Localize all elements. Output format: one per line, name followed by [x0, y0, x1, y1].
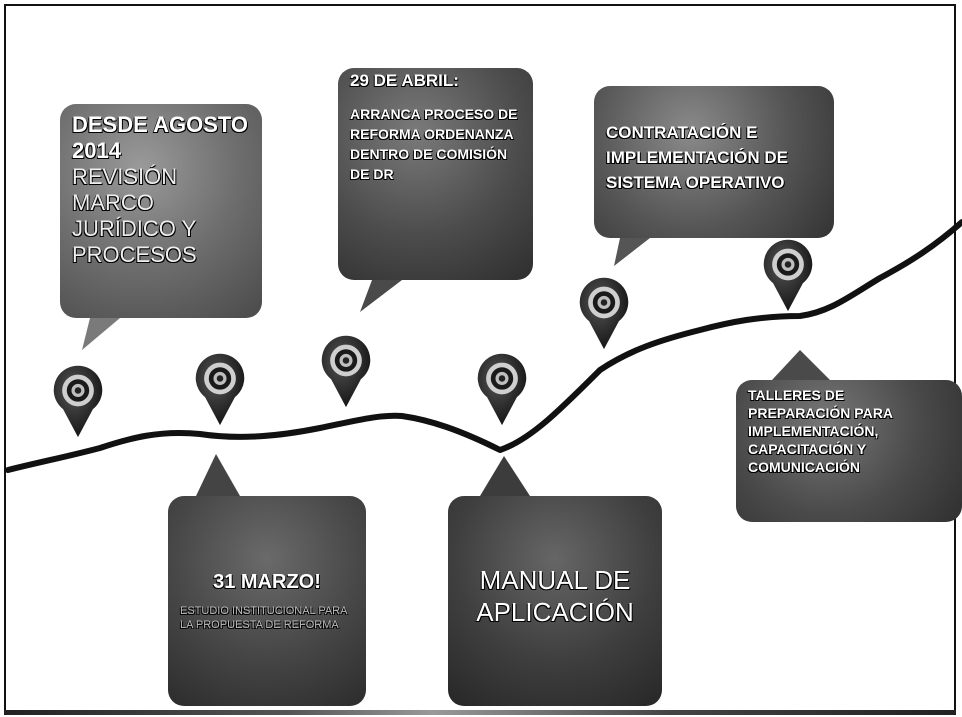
- callout-pointer-desde: [82, 318, 120, 350]
- milestone-box-31-marzo: 31 MARZO! ESTUDIO INSTITUCIONAL PARA LA …: [168, 496, 366, 706]
- milestone-box-contratacion: CONTRATACIÓN E IMPLEMENTACIÓN DE SISTEMA…: [594, 86, 834, 238]
- bottom-bar: [4, 710, 956, 715]
- callout-pointer-talleres: [772, 350, 830, 380]
- milestone-body: REVISIÓN MARCO JURÍDICO Y PROCESOS: [72, 164, 197, 267]
- target-pin-icon: [195, 353, 245, 426]
- target-pin-icon: [477, 353, 527, 426]
- callout-pointer-contratacion: [614, 238, 650, 266]
- callout-pointer-manual: [480, 456, 530, 496]
- timeline-line: [5, 219, 962, 473]
- milestone-box-29-abril: 29 DE ABRIL: ARRANCA PROCESO DE REFORMA …: [338, 68, 533, 280]
- target-pin-icon: [579, 277, 629, 350]
- milestone-title: DESDE AGOSTO 2014: [72, 112, 249, 163]
- milestone-title: 31 MARZO!: [213, 571, 321, 593]
- milestone-body: ARRANCA PROCESO DE REFORMA ORDENANZA DEN…: [350, 106, 518, 182]
- milestone-body: ESTUDIO INSTITUCIONAL PARA LA PROPUESTA …: [180, 605, 347, 631]
- milestone-title: MANUAL DE APLICACIÓN: [476, 565, 634, 627]
- target-pin-icon: [321, 335, 371, 408]
- milestone-title: TALLERES DE PREPARACIÓN PARA IMPLEMENTAC…: [748, 387, 893, 475]
- milestone-box-manual: MANUAL DE APLICACIÓN: [448, 496, 662, 706]
- target-pin-icon: [53, 365, 103, 438]
- target-pin-icon: [763, 239, 813, 312]
- milestone-title: 29 DE ABRIL:: [350, 71, 459, 90]
- milestone-title: CONTRATACIÓN E IMPLEMENTACIÓN DE SISTEMA…: [606, 123, 788, 192]
- callout-pointer-marzo: [196, 454, 240, 496]
- callout-pointer-abril: [360, 280, 402, 312]
- milestone-box-desde-agosto: DESDE AGOSTO 2014 REVISIÓN MARCO JURÍDIC…: [60, 104, 262, 318]
- milestone-box-talleres: TALLERES DE PREPARACIÓN PARA IMPLEMENTAC…: [736, 380, 962, 522]
